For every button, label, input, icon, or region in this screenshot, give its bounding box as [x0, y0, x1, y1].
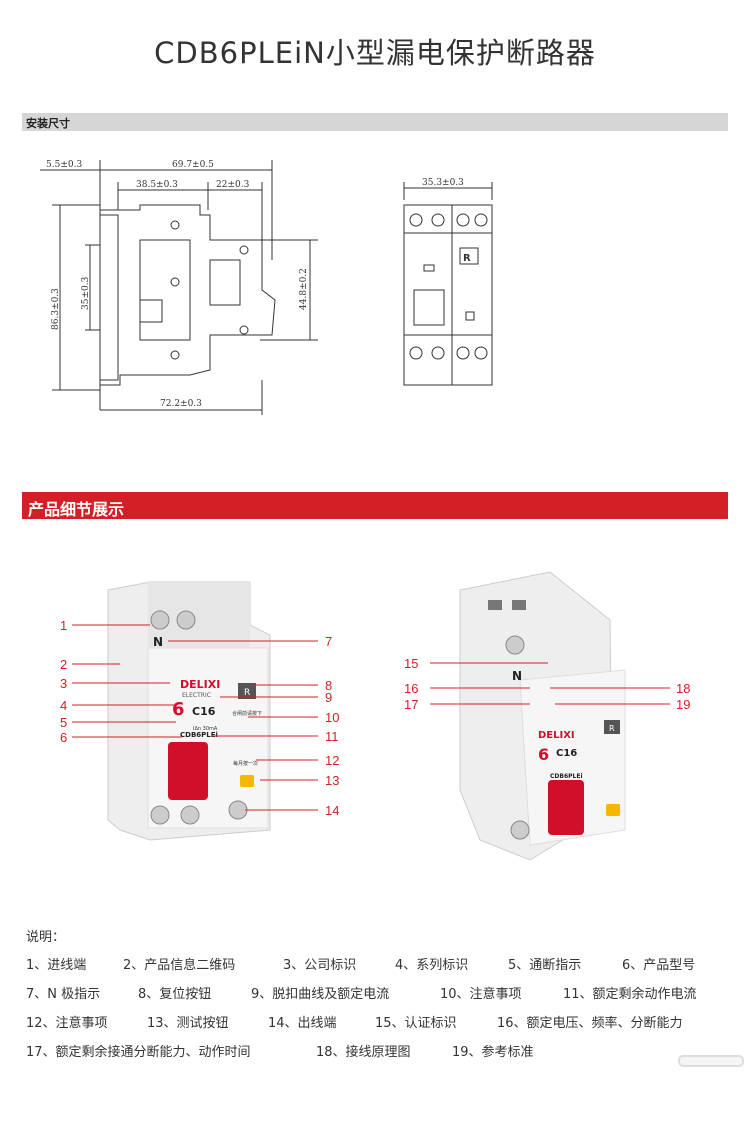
reset-button-label: R: [609, 724, 615, 733]
note-item: 18、接线原理图: [316, 1045, 411, 1060]
reset-button-label: R: [244, 688, 250, 698]
dimension-drawing: 5.5±0.3 69.7±0.5 38.5±0.3 22±0.3 72.2±0.…: [40, 160, 493, 415]
neutral-mark: N: [153, 635, 163, 649]
note-item: 17、额定剩余接通分断能力、动作时间: [26, 1045, 251, 1060]
dim-text: 69.7±0.5: [172, 160, 214, 170]
dim-text: 72.2±0.3: [160, 399, 202, 409]
callout-9: 9: [325, 690, 332, 705]
product-photo-front: DELIXI ELECTRIC 6 C16 CDB6PLEi R N IΔn 3…: [60, 581, 339, 841]
callout-2: 2: [60, 657, 67, 672]
test-note: 每月按一次: [233, 760, 258, 767]
note-item: 8、复位按钮: [138, 987, 212, 1002]
note-item: 7、N 极指示: [26, 987, 101, 1002]
note-item: 6、产品型号: [622, 958, 696, 973]
notes-row: 12、注意事项 13、测试按钮 14、出线端 15、认证标识 16、额定电压、频…: [26, 1012, 726, 1041]
brand-logo: DELIXI: [538, 730, 575, 741]
note-item: 1、进线端: [26, 958, 87, 973]
callout-16: 16: [404, 681, 418, 696]
callout-1: 1: [60, 618, 67, 633]
dim-text: 22±0.3: [216, 180, 250, 190]
callout-6: 6: [60, 730, 67, 745]
note-item: 9、脱扣曲线及额定电流: [251, 987, 390, 1002]
note-item: 4、系列标识: [395, 958, 469, 973]
callout-12: 12: [325, 753, 339, 768]
model-text: CDB6PLEi: [180, 731, 218, 739]
reset-mark: R: [463, 253, 471, 264]
notes-row: 7、N 极指示 8、复位按钮 9、脱扣曲线及额定电流 10、注意事项 11、额定…: [26, 983, 726, 1012]
notes-row: 17、额定剩余接通分断能力、动作时间 18、接线原理图 19、参考标准: [26, 1041, 726, 1070]
detail-section-label: 产品细节展示: [28, 500, 125, 519]
note-item: 16、额定电压、频率、分断能力: [497, 1016, 683, 1031]
rating-text: C16: [192, 705, 216, 718]
rating-text: C16: [556, 748, 577, 759]
note-item: 14、出线端: [268, 1016, 337, 1031]
callout-7: 7: [325, 634, 332, 649]
note-item: 15、认证标识: [375, 1016, 457, 1031]
dim-text: 44.8±0.2: [299, 268, 309, 310]
note-item: 13、测试按钮: [147, 1016, 229, 1031]
notes-section: 说明： 1、进线端 2、产品信息二维码 3、公司标识 4、系列标识 5、通断指示…: [26, 926, 726, 1070]
reset-note: 合闸前请按下: [232, 710, 262, 717]
note-item: 2、产品信息二维码: [123, 958, 236, 973]
note-item: 3、公司标识: [283, 958, 357, 973]
callout-15: 15: [404, 656, 418, 671]
callout-8: 8: [325, 678, 332, 693]
callout-19: 19: [676, 697, 690, 712]
dim-text: 86.3±0.3: [51, 288, 61, 330]
note-item: 5、通断指示: [508, 958, 582, 973]
neutral-mark: N: [512, 669, 522, 683]
callout-17: 17: [404, 697, 418, 712]
brand-sub: ELECTRIC: [182, 692, 211, 699]
callout-18: 18: [676, 681, 690, 696]
note-item: 12、注意事项: [26, 1016, 108, 1031]
notes-row: 1、进线端 2、产品信息二维码 3、公司标识 4、系列标识 5、通断指示 6、产…: [26, 954, 726, 983]
page-title: CDB6PLEiN小型漏电保护断路器: [154, 36, 596, 70]
note-item: 11、额定剩余动作电流: [563, 987, 697, 1002]
callout-3: 3: [60, 676, 67, 691]
residual-text: IΔn 30mA: [193, 726, 218, 732]
note-item: 19、参考标准: [452, 1045, 534, 1060]
product-photo-angle: DELIXI 6 C16 CDB6PLEi R N 15 16 17 18 19: [404, 571, 690, 861]
series-mark: 6: [538, 745, 549, 764]
notes-label: 说明：: [26, 930, 66, 945]
dim-text: 35±0.3: [81, 276, 91, 310]
callout-14: 14: [325, 803, 339, 818]
detail-section-header: 产品细节展示: [22, 492, 728, 519]
note-item: 10、注意事项: [440, 987, 522, 1002]
dim-text: 38.5±0.3: [136, 180, 178, 190]
model-text: CDB6PLEi: [550, 773, 583, 780]
dim-text: 5.5±0.3: [46, 160, 82, 170]
callout-5: 5: [60, 715, 67, 730]
callout-10: 10: [325, 710, 339, 725]
brand-logo: DELIXI: [180, 678, 220, 691]
install-section-label: 安装尺寸: [26, 117, 70, 130]
dim-text: 35.3±0.3: [422, 178, 464, 188]
callout-13: 13: [325, 773, 339, 788]
install-section-header: 安装尺寸: [22, 113, 728, 131]
series-mark: 6: [172, 699, 185, 720]
callout-4: 4: [60, 698, 67, 713]
callout-11: 11: [325, 729, 339, 744]
scroll-handle[interactable]: [678, 1055, 744, 1067]
